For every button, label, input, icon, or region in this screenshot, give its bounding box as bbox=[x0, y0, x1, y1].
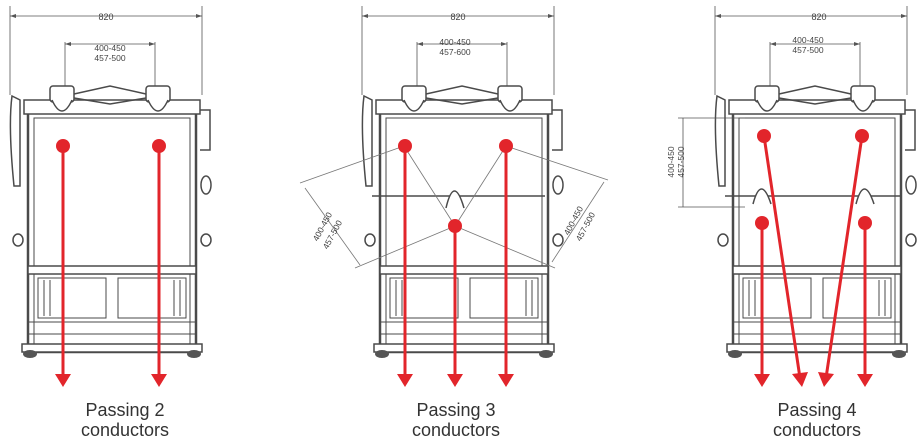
caption-line-2: conductors bbox=[411, 420, 501, 440]
conductor-arrow bbox=[447, 219, 463, 387]
conductor-arrow bbox=[754, 216, 770, 387]
conductor-arrow bbox=[498, 139, 514, 387]
dim-spacing-bottom: 457-500 bbox=[94, 53, 125, 63]
panel-2-conductors: 820 400-450 457-500 bbox=[8, 4, 213, 387]
caption-line-1: Passing 2 bbox=[85, 400, 165, 420]
caption-line-1: Passing 3 bbox=[416, 400, 496, 420]
conductor-arrow bbox=[818, 129, 869, 387]
diagonal-dimension-lines bbox=[299, 145, 609, 269]
dim-spacing-bottom: 457-600 bbox=[439, 47, 470, 57]
conductor-arrow bbox=[757, 129, 808, 387]
caption-line-2: conductors bbox=[772, 420, 862, 440]
caption-passing-2: Passing 2 conductors bbox=[25, 400, 225, 440]
lower-pulleys bbox=[725, 188, 900, 205]
dim-spacing-top: 400-450 bbox=[792, 35, 823, 45]
conductor-arrow bbox=[857, 216, 873, 387]
dim-overall-width: 820 bbox=[98, 12, 113, 22]
dim-spacing-bottom: 457-500 bbox=[792, 45, 823, 55]
dim-spacing-top: 400-450 bbox=[439, 37, 470, 47]
dim-vertical-bottom: 457-500 bbox=[676, 146, 686, 177]
frame-drawing bbox=[713, 4, 917, 360]
panel-3-conductors: 820 400-450 457-600 400-450 457-500 400-… bbox=[299, 4, 609, 387]
caption-passing-3: Passing 3 conductors bbox=[356, 400, 556, 440]
conductor-arrow bbox=[55, 139, 71, 387]
conductor-arrow bbox=[151, 139, 167, 387]
caption-line-1: Passing 4 bbox=[777, 400, 857, 420]
caption-line-2: conductors bbox=[80, 420, 170, 440]
dim-overall-width: 820 bbox=[450, 12, 465, 22]
dim-overall-width: 820 bbox=[811, 12, 826, 22]
conductor-arrow bbox=[397, 139, 413, 387]
dim-vertical-top: 400-450 bbox=[666, 146, 676, 177]
vertical-dimension-line bbox=[678, 117, 745, 208]
middle-pulley bbox=[372, 190, 545, 209]
dim-spacing-top: 400-450 bbox=[94, 43, 125, 53]
frame-drawing bbox=[360, 4, 565, 360]
panel-4-conductors: 820 400-450 457-500 400-450 457-500 bbox=[666, 4, 917, 387]
caption-passing-4: Passing 4 conductors bbox=[717, 400, 917, 440]
